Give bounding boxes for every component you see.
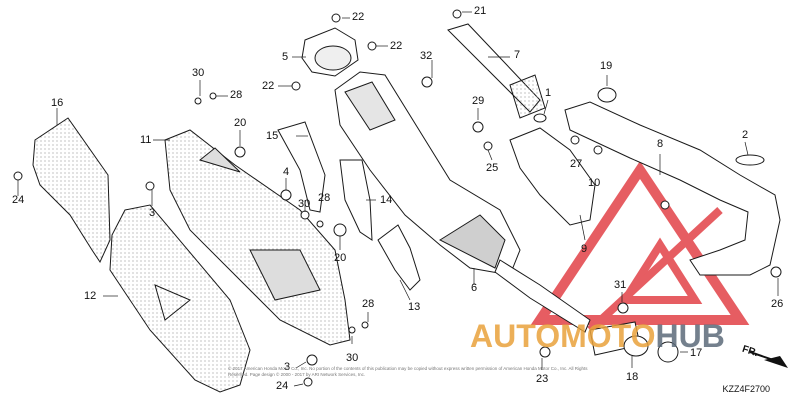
part-14-bracket	[339, 159, 373, 241]
watermark-logo: AUTOMOTOHUB	[470, 318, 725, 355]
part-16-side-cover	[32, 117, 111, 264]
part-12-shroud	[109, 204, 251, 393]
callout-3[interactable]: 3	[149, 207, 156, 219]
callout-6[interactable]: 6	[471, 282, 478, 294]
part-8-exhaust-pipe	[564, 101, 781, 276]
callout-30[interactable]: 30	[346, 352, 359, 364]
callout-26[interactable]: 26	[771, 298, 784, 310]
callout-28[interactable]: 28	[230, 89, 243, 101]
part-2-gasket	[735, 154, 765, 166]
callout-28[interactable]: 28	[318, 192, 331, 204]
callout-4[interactable]: 4	[283, 166, 290, 178]
callout-17[interactable]: 17	[690, 347, 703, 359]
callout-30[interactable]: 30	[298, 198, 311, 210]
callout-3[interactable]: 3	[284, 361, 291, 373]
callout-12[interactable]: 12	[84, 290, 97, 302]
front-direction-arrow	[749, 351, 788, 368]
callout-15[interactable]: 15	[266, 130, 279, 142]
callout-22[interactable]: 22	[262, 80, 275, 92]
callout-24[interactable]: 24	[276, 380, 289, 392]
callout-5[interactable]: 5	[282, 51, 289, 63]
callout-31[interactable]: 31	[614, 279, 627, 291]
callout-30[interactable]: 30	[192, 67, 205, 79]
callout-16[interactable]: 16	[51, 97, 64, 109]
callout-25[interactable]: 25	[486, 162, 499, 174]
callout-24[interactable]: 24	[12, 194, 25, 206]
callout-29[interactable]: 29	[472, 95, 485, 107]
callout-23[interactable]: 23	[536, 373, 549, 385]
part-9-heat-guard	[509, 127, 596, 226]
watermark-part-2: MOTO	[560, 318, 656, 354]
callout-22[interactable]: 22	[352, 11, 365, 23]
callout-20[interactable]: 20	[234, 117, 247, 129]
watermark-triangle	[530, 160, 750, 333]
callout-18[interactable]: 18	[626, 371, 639, 383]
callout-28[interactable]: 28	[362, 298, 375, 310]
callout-21[interactable]: 21	[474, 5, 487, 17]
callout-7[interactable]: 7	[514, 49, 521, 61]
callout-14[interactable]: 14	[380, 194, 393, 206]
callout-9[interactable]: 9	[581, 243, 588, 255]
callout-8[interactable]: 8	[657, 138, 664, 150]
part-1-gasket	[533, 113, 547, 123]
callout-22[interactable]: 22	[390, 40, 403, 52]
watermark-part-1: AUTO	[470, 318, 561, 354]
callout-13[interactable]: 13	[408, 301, 421, 313]
part-13-plate	[377, 224, 421, 291]
callout-32[interactable]: 32	[420, 50, 433, 62]
leader-lines	[17, 11, 779, 387]
callout-10[interactable]: 10	[588, 177, 601, 189]
callout-19[interactable]: 19	[600, 60, 613, 72]
callout-1[interactable]: 1	[545, 87, 552, 99]
part-17-clamp	[657, 341, 679, 363]
watermark-part-3: HUB	[655, 318, 725, 354]
callout-11[interactable]: 11	[140, 134, 152, 146]
part-15-bracket	[277, 121, 326, 213]
copyright-notice: © 2017 American Honda Motor Co., Inc. No…	[228, 366, 588, 377]
part-19-clamp	[597, 87, 617, 103]
fasteners	[13, 9, 782, 387]
callout-2[interactable]: 2	[742, 129, 749, 141]
callout-27[interactable]: 27	[570, 158, 583, 170]
callout-20[interactable]: 20	[334, 252, 347, 264]
diagram-code: KZZ4F2700	[722, 384, 770, 394]
